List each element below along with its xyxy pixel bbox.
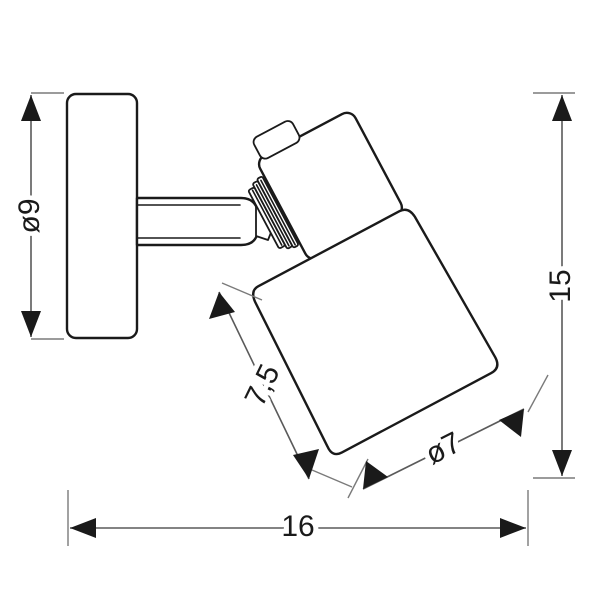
dim-label-shade-height: 7,5 [239,359,287,411]
top-tab [252,120,301,160]
product-geometry [65,92,499,456]
dim-label-overall-height: 15 [544,269,577,302]
dim-label-wall-plate-diameter: ø9 [13,198,46,233]
dimension-wall-plate-diameter: ø9 [8,92,64,340]
arrow-down-left-icon [363,461,388,489]
arrow-down-icon [552,450,572,476]
shade [252,208,499,456]
knuckle-joint [247,176,299,250]
arrow-right-icon [500,518,526,538]
arrow-up-icon [21,95,41,121]
arrow-up-icon [552,95,572,121]
wall-plate [65,92,139,340]
dimension-overall-height: 15 [533,92,581,479]
arrow-left-icon [70,518,96,538]
arrow-up-right-icon [499,409,524,437]
arrow-down-icon [21,311,41,337]
dimension-overall-width: 16 [67,490,529,548]
dim-label-overall-width: 16 [281,510,314,543]
arrow-up-left-icon [209,292,235,319]
arrow-down-right-icon [293,449,319,479]
dim-label-shade-diameter: ø7 [420,426,466,471]
